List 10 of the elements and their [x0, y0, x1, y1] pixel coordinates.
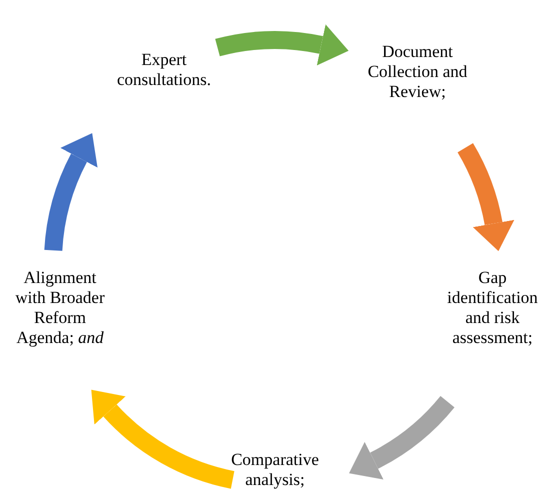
- step-label: Comparative analysis;: [230, 450, 320, 490]
- curved-arrow: [216, 24, 349, 66]
- step-label: Gap identification and risk assessment;: [446, 268, 539, 348]
- step-label: Document Collection and Review;: [366, 42, 468, 102]
- curved-arrow: [350, 396, 454, 479]
- curved-arrow: [90, 390, 235, 489]
- step-label: Alignment with Broader Reform Agenda; and: [14, 268, 106, 348]
- curved-arrow: [44, 132, 98, 252]
- curved-arrow: [457, 143, 514, 251]
- step-label: Expert consultations.: [116, 50, 212, 90]
